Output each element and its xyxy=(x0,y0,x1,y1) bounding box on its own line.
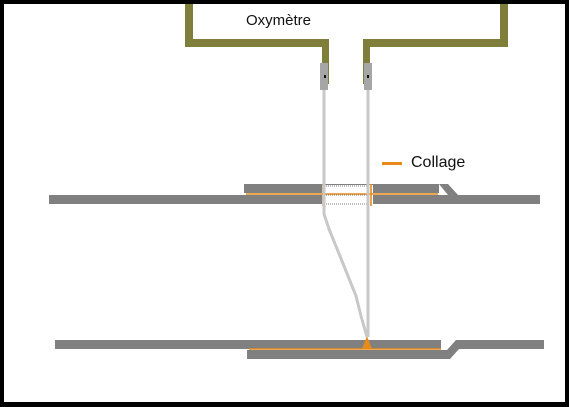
lower-plate-slope xyxy=(441,340,544,359)
upper-bottom-plate xyxy=(49,195,439,204)
oxymeter-label: Oxymètre xyxy=(246,12,312,29)
connector-pin-right xyxy=(367,75,369,78)
legend-swatch-glue xyxy=(382,161,402,165)
diagram-canvas: Oxymètre Collage xyxy=(4,4,565,402)
oxymeter-port-right xyxy=(363,39,370,84)
lower-top-plate xyxy=(55,340,441,349)
oxymeter-frame-top xyxy=(185,4,193,44)
lower-bottom-plate xyxy=(247,350,442,359)
lower-glue-spot xyxy=(362,336,372,349)
legend: Collage xyxy=(382,152,465,174)
fiber-left xyxy=(322,90,369,338)
oxymeter-frame-left-bottom xyxy=(185,39,328,47)
oxymeter-frame-right-bottom xyxy=(363,39,508,47)
legend-label: Collage xyxy=(411,154,466,171)
oxymeter-port-left xyxy=(322,39,329,84)
upper-plate-slope xyxy=(439,184,540,204)
oxymeter-body xyxy=(185,4,508,84)
lower-glass-assembly xyxy=(55,336,544,359)
upper-glass-assembly xyxy=(49,184,540,206)
setup-schematic xyxy=(49,4,544,359)
connector-pin-left xyxy=(324,75,326,78)
oxymeter-frame-right-top xyxy=(500,4,508,46)
